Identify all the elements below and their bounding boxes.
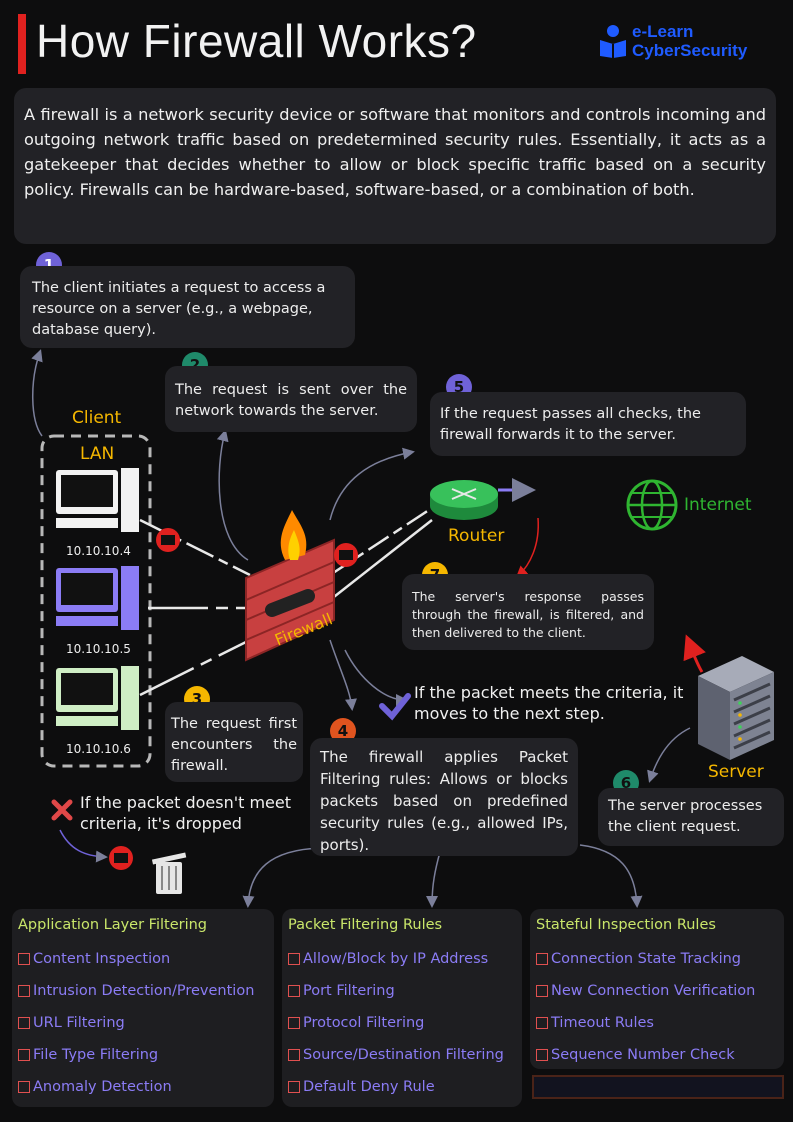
server-icon bbox=[698, 656, 774, 760]
step-5-text: If the request passes all checks, the fi… bbox=[430, 392, 746, 456]
empty-footer-bar bbox=[532, 1075, 784, 1099]
lan-label: LAN bbox=[80, 444, 115, 464]
computer-icon-3 bbox=[56, 666, 139, 730]
ip-label-1: 10.10.10.4 bbox=[66, 544, 131, 558]
checkbox-icon bbox=[536, 1049, 548, 1061]
checkbox-icon bbox=[288, 1081, 300, 1093]
rule-item: File Type Filtering bbox=[18, 1039, 268, 1071]
brand-line-1: e-Learn bbox=[632, 22, 694, 41]
rule-item: Content Inspection bbox=[18, 943, 268, 975]
checkbox-icon bbox=[288, 1049, 300, 1061]
computer-icon-2 bbox=[56, 566, 139, 630]
checkbox-icon bbox=[18, 985, 30, 997]
router-label: Router bbox=[448, 526, 505, 546]
lan-boundary bbox=[40, 434, 152, 768]
meets-criteria-note: If the packet meets the criteria, it mov… bbox=[414, 683, 684, 723]
checkbox-icon bbox=[288, 985, 300, 997]
checkbox-icon bbox=[536, 985, 548, 997]
checkbox-icon bbox=[18, 953, 30, 965]
panel-title: Packet Filtering Rules bbox=[288, 917, 443, 933]
rule-item: Intrusion Detection/Prevention bbox=[18, 975, 268, 1007]
rule-item: Connection State Tracking bbox=[536, 943, 778, 975]
cross-icon bbox=[51, 799, 73, 821]
checkbox-icon bbox=[536, 1017, 548, 1029]
rule-item: Allow/Block by IP Address bbox=[288, 943, 516, 975]
dropped-note: If the packet doesn't meet criteria, it'… bbox=[80, 793, 292, 833]
checkbox-icon bbox=[536, 953, 548, 965]
packet-filtering-panel: Packet Filtering Rules Allow/Block by IP… bbox=[282, 909, 522, 1107]
computer-icon-1 bbox=[56, 468, 139, 532]
rule-item: Default Deny Rule bbox=[288, 1071, 516, 1103]
globe-icon bbox=[626, 479, 678, 531]
panel-title: Stateful Inspection Rules bbox=[536, 917, 716, 933]
checkbox-icon bbox=[18, 1081, 30, 1093]
reader-icon bbox=[600, 25, 626, 58]
ip-label-2: 10.10.10.5 bbox=[66, 642, 131, 656]
client-label: Client bbox=[72, 408, 122, 428]
ip-label-3: 10.10.10.6 bbox=[66, 742, 131, 756]
checkbox-icon bbox=[288, 1017, 300, 1029]
application-layer-panel: Application Layer Filtering Content Insp… bbox=[12, 909, 274, 1107]
step-6-text: The server processes the client request. bbox=[598, 788, 784, 846]
rule-item: Anomaly Detection bbox=[18, 1071, 268, 1103]
firewall-icon bbox=[245, 510, 335, 662]
router-icon bbox=[430, 480, 498, 520]
rule-item: Timeout Rules bbox=[536, 1007, 778, 1039]
server-label: Server bbox=[708, 762, 764, 782]
internet-label: Internet bbox=[684, 495, 752, 515]
envelope-icon-1 bbox=[156, 528, 180, 552]
rule-item: Sequence Number Check bbox=[536, 1039, 778, 1071]
checkbox-icon bbox=[288, 953, 300, 965]
checkbox-icon bbox=[18, 1017, 30, 1029]
brand-line-2: CyberSecurity bbox=[632, 41, 748, 60]
rule-item: Protocol Filtering bbox=[288, 1007, 516, 1039]
rule-item: Port Filtering bbox=[288, 975, 516, 1007]
stateful-inspection-panel: Stateful Inspection Rules Connection Sta… bbox=[530, 909, 784, 1069]
checkbox-icon bbox=[18, 1049, 30, 1061]
title-accent-bar bbox=[18, 14, 26, 74]
step-7-text: The server's response passes through the… bbox=[402, 574, 654, 650]
step-4-text: The firewall applies Packet Filtering ru… bbox=[310, 738, 578, 856]
rule-item: New Connection Verification bbox=[536, 975, 778, 1007]
envelope-icon-3 bbox=[109, 846, 133, 870]
page-title: How Firewall Works? bbox=[36, 15, 477, 67]
brand-logo: e-Learn CyberSecurity bbox=[598, 22, 747, 60]
trash-icon bbox=[151, 852, 187, 894]
envelope-icon-2 bbox=[334, 543, 358, 567]
step-2-text: The request is sent over the network tow… bbox=[165, 366, 417, 432]
rule-item: Source/Destination Filtering bbox=[288, 1039, 516, 1071]
step-3-text: The request first encounters the firewal… bbox=[165, 702, 303, 782]
step-1-text: The client initiates a request to access… bbox=[20, 266, 355, 348]
intro-paragraph: A firewall is a network security device … bbox=[14, 88, 776, 244]
check-icon bbox=[379, 693, 411, 721]
panel-title: Application Layer Filtering bbox=[18, 917, 207, 933]
rule-item: URL Filtering bbox=[18, 1007, 268, 1039]
